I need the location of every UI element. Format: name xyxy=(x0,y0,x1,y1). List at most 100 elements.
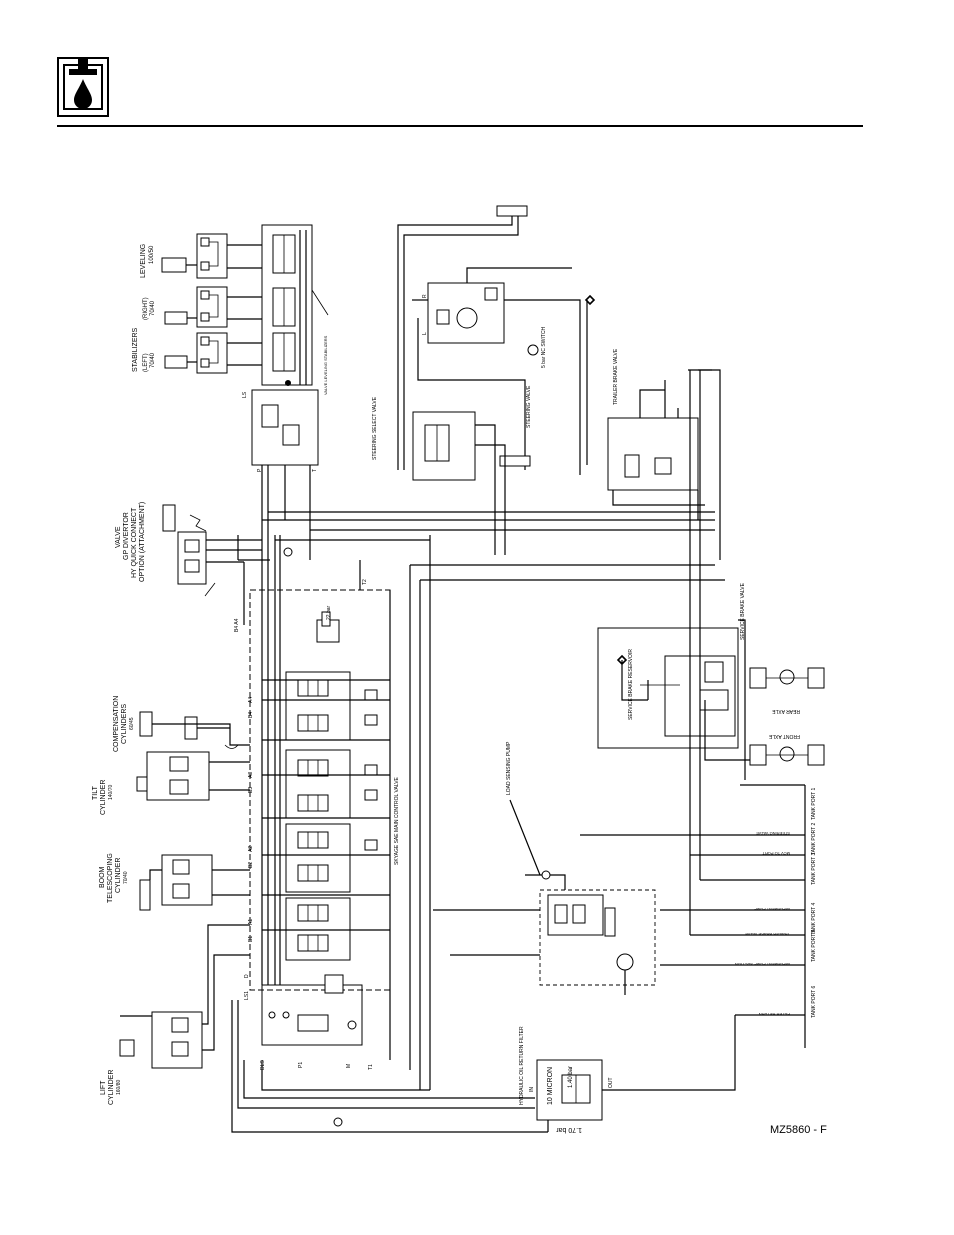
header-rule xyxy=(57,125,863,127)
leveling-spec: 100/50 xyxy=(149,245,155,264)
port-in-label: IN xyxy=(529,1087,535,1092)
port-a4-label: A4 xyxy=(248,697,254,703)
port-l-label: L xyxy=(422,332,428,335)
port-r-label: R xyxy=(422,294,428,298)
switch-label: 5 bar NC SWITCH xyxy=(541,326,547,368)
leveling-stabilizer-valve xyxy=(251,224,329,466)
tank-port-2-label: TANK PORT 2 xyxy=(811,823,817,855)
return-filter xyxy=(536,1015,736,1132)
tank-port-6-line: FILTER RETURN xyxy=(759,1012,790,1017)
rear-axle-label: REAR AXLE xyxy=(772,708,800,714)
lift-cylinder-valve xyxy=(119,924,250,1069)
trailer-brake-label: TRAILER BRAKE VALVE xyxy=(613,348,619,405)
tilt-cylinder-valve xyxy=(136,751,250,801)
leveling-cylinder xyxy=(161,233,262,279)
boom-label-3: CYLINDER xyxy=(115,858,122,893)
filter-bypass-label: 1.40 bar xyxy=(568,1066,574,1088)
port-a3-label: A3 xyxy=(248,772,254,778)
tank-port-5-label: TANK PORT 5 xyxy=(811,930,817,962)
stabilizers-label: STABILIZERS xyxy=(132,327,139,372)
relief-22-label: 22 bar xyxy=(326,605,332,620)
port-m-label: M xyxy=(346,1064,352,1068)
service-brake-label: SERVICE BRAKE VALVE xyxy=(740,582,746,640)
port-d-label: D xyxy=(244,974,250,978)
compensation-label-1: COMPENSATION xyxy=(113,696,120,752)
compensation-spec: 60/45 xyxy=(129,717,135,730)
port-b4-label: B4 xyxy=(248,712,254,718)
port-ls1-label: LS1 xyxy=(244,991,250,1000)
tank-port-lines xyxy=(580,370,806,1048)
port-t2-label: T2 xyxy=(362,579,368,585)
tank-port-1-label: TANK PORT 1 xyxy=(811,788,817,820)
filter-micron-label: 10 MICRON xyxy=(547,1067,554,1105)
port-dls-label: DLS xyxy=(260,1060,266,1070)
lift-label-1: LIFT xyxy=(100,1080,107,1095)
load-sensing-pump xyxy=(433,799,656,995)
stabilizers-right-spec: 70/40 xyxy=(150,300,156,316)
port-p1-label: P1 xyxy=(298,1062,304,1068)
compensation-cylinders xyxy=(139,711,250,749)
filter-label: HYDRAULIC OIL RETURN FILTER xyxy=(519,1026,525,1105)
front-axle-label: FRONT AXLE xyxy=(768,733,800,739)
tilt-label-2: CYLINDER xyxy=(100,780,107,815)
stabilizers-left-label: (LEFT) xyxy=(143,353,149,372)
quick-connect-label-1: VALVE xyxy=(115,526,122,548)
quick-connect-valve xyxy=(162,504,262,625)
tank-port-3-label: TANK PORT 3 xyxy=(811,853,817,885)
stabilizers-left-spec: 70/40 xyxy=(150,352,156,368)
tank-port-4-line: TRAILER BRAKE VALVE xyxy=(745,932,790,937)
service-brake-valve xyxy=(597,619,750,780)
boom-spec: 70/40 xyxy=(123,871,129,884)
port-t1-label: T1 xyxy=(368,1064,374,1070)
front-axle xyxy=(749,744,825,766)
port-out-label: OUT xyxy=(608,1077,614,1088)
brake-reservoir-label: SERVICE BRAKE RESERVOIR xyxy=(628,649,634,720)
return-lines xyxy=(231,535,725,1133)
port-t-label: T xyxy=(312,469,318,472)
labels: LEVELING 100/50 STABILIZERS (RIGHT) 70/4… xyxy=(92,244,817,1133)
hydraulic-oil-drop-icon xyxy=(57,57,109,117)
port-a2-label: A2 xyxy=(248,846,254,852)
trunk-lines xyxy=(237,465,715,985)
quick-connect-label-2: GP DIVERTOR xyxy=(123,512,130,560)
leveling-label: LEVELING xyxy=(140,244,147,278)
compensation-label-2: CYLINDERS xyxy=(121,704,128,744)
stabilizer-left-cylinder xyxy=(164,332,262,374)
quick-connect-label-3: HY QUICK CONNECT xyxy=(131,507,138,578)
tilt-spec: 140/70 xyxy=(108,784,114,800)
port-b1-label: B1 xyxy=(248,936,254,942)
main-valve-label: SKYAGE SAE MAIN CONTROL VALVE xyxy=(394,776,400,865)
tank-port-1-line: STEERING VALVE xyxy=(756,831,790,836)
steering-select-label: STEERING SELECT VALVE xyxy=(372,396,378,460)
main-control-valve xyxy=(249,589,391,1060)
port-b4a4-label: B4 A4 xyxy=(234,618,240,632)
steering-valve-label: STEERING VALVE xyxy=(526,385,532,428)
port-b2-label: B2 xyxy=(248,862,254,868)
steering-circuit xyxy=(397,205,596,555)
quick-connect-label-4: OPTION (ATTACHMENT) xyxy=(139,502,146,582)
port-b3-label: B3 xyxy=(248,787,254,793)
port-ls-label: LS xyxy=(242,391,248,398)
trailer-brake-valve xyxy=(607,369,721,560)
stabilizers-right-label: (RIGHT) xyxy=(143,297,149,320)
lift-label-2: CYLINDER xyxy=(108,1070,115,1105)
rear-axle xyxy=(749,667,825,689)
tank-port-3-line: IMPLEMENT PUMP xyxy=(754,907,790,912)
port-p-label: P xyxy=(257,468,263,472)
tilt-label-1: TILT xyxy=(92,785,99,800)
tank-port-4-label: TANK PORT 4 xyxy=(811,903,817,935)
stabilizer-right-cylinder xyxy=(164,286,262,328)
drawing-number: MZ5860 - F xyxy=(770,1124,827,1136)
boom-label-1: BOOM xyxy=(99,866,106,888)
tank-port-2-line: MCV TO PORT xyxy=(762,851,790,856)
port-a1-label: A1 xyxy=(248,919,254,925)
lift-spec: 160/80 xyxy=(116,1079,122,1095)
tank-port-6-label: TANK PORT 6 xyxy=(811,986,817,1018)
boom-telescoping-cylinder-valve xyxy=(139,854,250,911)
tank-port-5-line: IMPLEMENT PUMP SUCTION xyxy=(735,962,790,967)
filter-pressure-label: 1.70 bar xyxy=(556,1126,582,1133)
boom-label-2: TELESCOPING xyxy=(107,853,114,903)
pump-label: LOAD SENSING PUMP xyxy=(506,741,512,795)
